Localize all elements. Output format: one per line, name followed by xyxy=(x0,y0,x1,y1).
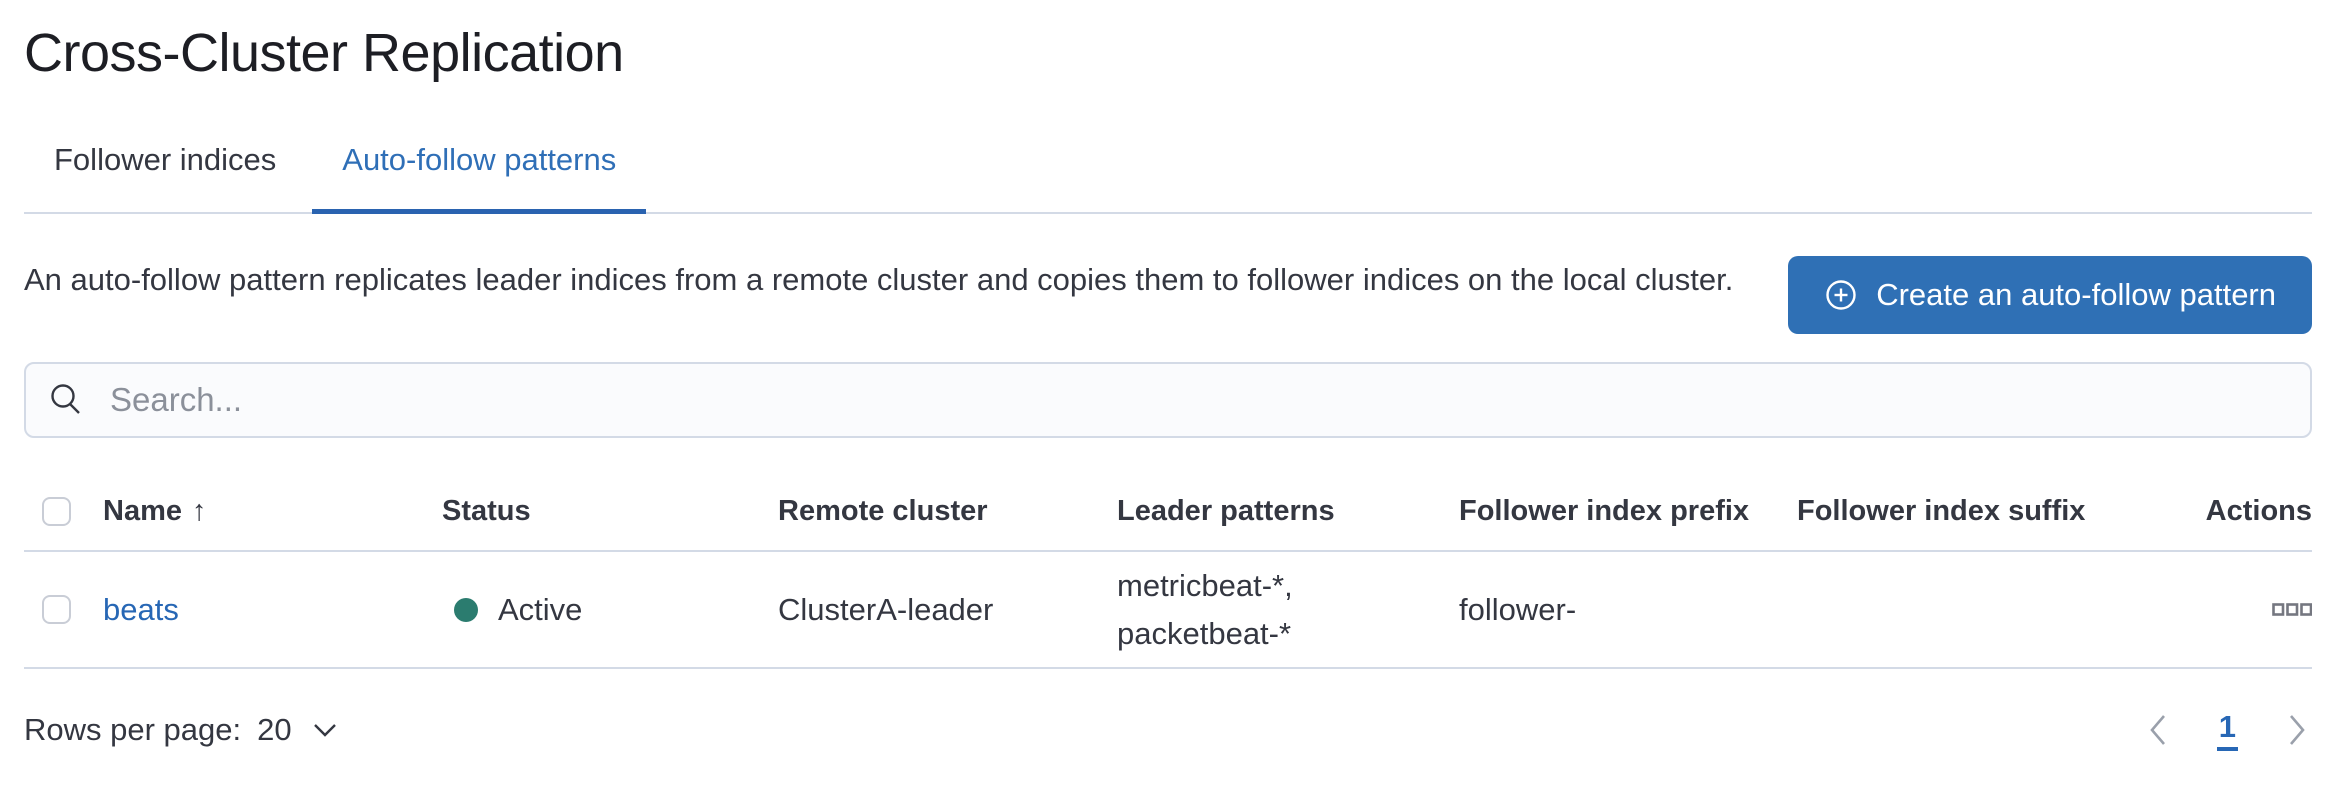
tab-auto-follow-patterns[interactable]: Auto-follow patterns xyxy=(312,140,647,214)
cross-cluster-replication-page: Cross-Cluster Replication Follower indic… xyxy=(0,22,2336,800)
chevron-right-icon xyxy=(2286,713,2308,747)
status-cell: Active xyxy=(442,592,778,628)
row-actions-button[interactable] xyxy=(2272,593,2312,627)
pagination: 1 xyxy=(2143,709,2312,751)
search-bar xyxy=(24,362,2312,438)
sort-ascending-icon: ↑ xyxy=(192,494,207,527)
search-icon xyxy=(48,382,84,418)
table-row: beats Active ClusterA-leader metricbeat-… xyxy=(24,552,2312,669)
plus-in-circle-icon xyxy=(1824,278,1858,312)
page-1-button[interactable]: 1 xyxy=(2216,709,2238,751)
table-footer: Rows per page: 20 1 xyxy=(24,709,2312,751)
select-all-checkbox[interactable] xyxy=(42,496,71,526)
name-cell: beats xyxy=(103,592,442,628)
create-button-label: Create an auto-follow pattern xyxy=(1876,277,2276,312)
auto-follow-patterns-table: Name ↑ Status Remote cluster Leader patt… xyxy=(24,472,2312,669)
page-title: Cross-Cluster Replication xyxy=(24,23,624,83)
follower-index-prefix-cell: follower- xyxy=(1459,591,1577,627)
header-checkbox-cell xyxy=(24,496,103,526)
leader-patterns-cell: metricbeat-*, packetbeat-* xyxy=(1117,567,1293,651)
pattern-name-link[interactable]: beats xyxy=(103,591,179,627)
create-auto-follow-pattern-button[interactable]: Create an auto-follow pattern xyxy=(1788,256,2312,334)
column-header-status: Status xyxy=(442,494,531,527)
remote-cluster-cell: ClusterA-leader xyxy=(778,591,994,627)
row-checkbox-cell xyxy=(24,595,103,624)
column-header-follower-index-prefix: Follower index prefix xyxy=(1459,494,1750,527)
page-description: An auto-follow pattern replicates leader… xyxy=(24,262,1734,297)
column-header-leader-patterns: Leader patterns xyxy=(1117,494,1335,527)
status-active-dot-icon xyxy=(454,597,478,622)
row-checkbox[interactable] xyxy=(42,595,71,624)
chevron-down-icon xyxy=(312,721,338,739)
tab-follower-indices[interactable]: Follower indices xyxy=(24,140,306,212)
tabs-bar: Follower indices Auto-follow patterns xyxy=(24,140,2312,214)
search-input[interactable] xyxy=(110,381,2310,419)
previous-page-button[interactable] xyxy=(2143,709,2173,751)
rows-per-page-label: Rows per page: xyxy=(24,712,242,747)
content-header: An auto-follow pattern replicates leader… xyxy=(24,256,2312,334)
rows-per-page-value: 20 xyxy=(257,712,292,747)
next-page-button[interactable] xyxy=(2282,709,2312,751)
column-header-remote-cluster: Remote cluster xyxy=(778,494,988,527)
column-header-actions: Actions xyxy=(2205,494,2312,527)
column-header-follower-index-suffix: Follower index suffix xyxy=(1797,494,2086,527)
boxes-horizontal-icon xyxy=(2272,602,2312,617)
column-header-name[interactable]: Name ↑ xyxy=(103,494,207,527)
status-label: Active xyxy=(498,591,583,627)
table-header-row: Name ↑ Status Remote cluster Leader patt… xyxy=(24,472,2312,552)
chevron-left-icon xyxy=(2147,713,2169,747)
rows-per-page-button[interactable]: Rows per page: 20 xyxy=(24,712,338,748)
